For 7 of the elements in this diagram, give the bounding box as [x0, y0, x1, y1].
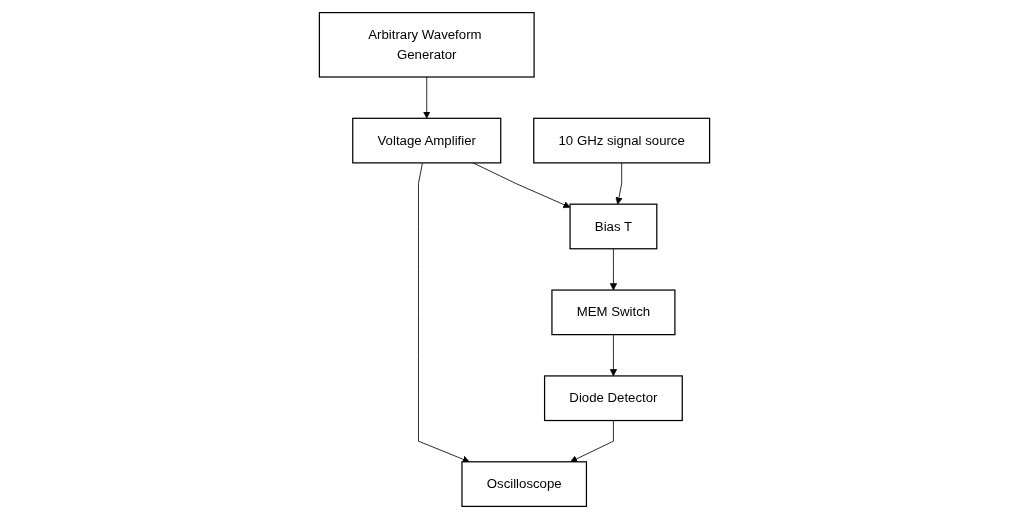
process-box: Diode Detector — [543, 375, 683, 422]
process-box: Arbitrary Waveform Generator — [318, 12, 535, 78]
process-box: Bias T — [569, 203, 658, 250]
process-box: Voltage Amplifier — [352, 117, 502, 164]
process-box: Oscilloscope — [461, 461, 588, 507]
process-box: MEM Switch — [551, 289, 676, 336]
process-box: 10 GHz signal source — [533, 117, 711, 164]
